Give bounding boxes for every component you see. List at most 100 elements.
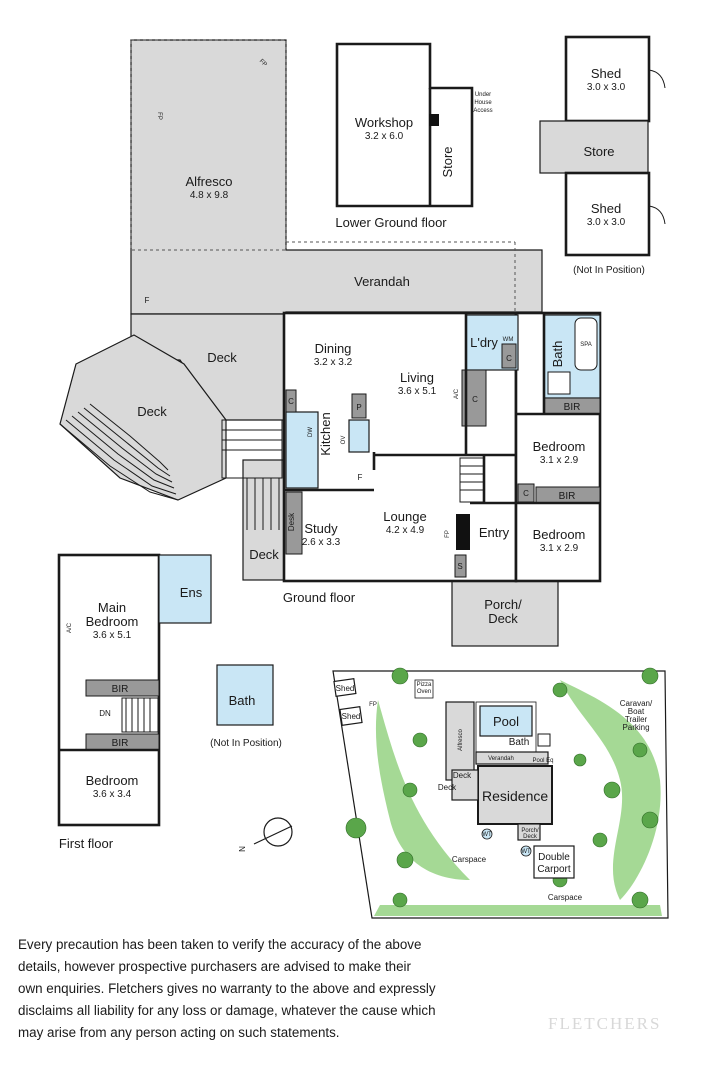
shed-bottom-outline (564, 171, 651, 257)
ac-label-first: A/C (67, 622, 73, 633)
first-floor (57, 553, 212, 827)
dining-dims: 3.2 x 3.2 (314, 357, 353, 368)
site-carspace-1-label: Carspace (452, 855, 487, 864)
spa-tub (574, 317, 598, 371)
site-fp-label: FP (369, 702, 377, 708)
verandah-label: Verandah (354, 274, 410, 289)
porch-label-1: Porch/ (484, 597, 522, 612)
wm-label: WM (503, 337, 514, 343)
ac-label-ground: A/C (454, 388, 460, 399)
site-garden-left (375, 700, 470, 880)
site-pizza-oven-2: Oven (417, 689, 431, 695)
storage-entry (454, 554, 467, 578)
porch-area (451, 577, 559, 647)
bedroom-first-dims: 3.6 x 3.4 (93, 789, 132, 800)
store-lower-cupboard (429, 114, 439, 126)
site-pool-eq-label: Pool Eq (532, 758, 553, 764)
ground-floor-label: Ground floor (283, 590, 356, 605)
bath-ground-label: Bath (550, 341, 565, 368)
brand-watermark: FLETCHERS (548, 1014, 662, 1033)
workshop-outline (335, 42, 474, 208)
deck-stairs (59, 403, 283, 530)
site-garden-bottom (374, 905, 662, 916)
ground-floor (282, 311, 602, 583)
cupboard-laundry (501, 343, 517, 369)
site-verandah-label: Verandah (488, 756, 514, 762)
site-wt-1-label: WT (482, 832, 492, 838)
lounge-dims: 4.2 x 4.9 (386, 525, 425, 536)
study-label: Study (304, 521, 338, 536)
pantry-label: P (356, 403, 361, 412)
porch-label-2: Deck (488, 611, 518, 626)
entry-label: Entry (479, 525, 510, 540)
kitchen-label: Kitchen (318, 412, 333, 455)
site-deck-1-label: Deck (453, 771, 472, 780)
shed-top-label: Shed (591, 66, 621, 81)
site-deck-2-label: Deck (438, 783, 457, 792)
ov-label: OV (341, 436, 347, 445)
cupboard-kitchen (285, 389, 297, 413)
bir-3-label: BIR (112, 684, 129, 695)
cupboard-bedroom-b-label: C (523, 489, 529, 498)
bir-3-box (85, 679, 160, 697)
cupboard-living-label: C (472, 395, 478, 404)
dining-label: Dining (315, 341, 352, 356)
study-dims: 2.6 x 3.3 (302, 537, 341, 548)
site-bath (537, 733, 551, 747)
compass-icon (253, 817, 293, 847)
lower-ground (335, 42, 474, 208)
lounge-label: Lounge (383, 509, 426, 524)
store-lower-label: Store (440, 146, 455, 177)
site-verandah (475, 751, 549, 765)
under-house-line2: House (474, 100, 492, 106)
laundry-label: L'dry (470, 335, 498, 350)
fp-label-alfresco-side: FP (156, 112, 162, 120)
fridge-label-alfresco: F (145, 296, 150, 305)
ensuite-label: Ens (180, 585, 203, 600)
site-shed-2 (339, 706, 363, 726)
fp-label-lounge: FP (445, 530, 451, 538)
site-carspace-2-label: Carspace (548, 893, 583, 902)
bedroom-first-label: Bedroom (86, 773, 139, 788)
site-shed-1-label: Shed (336, 684, 355, 693)
lower-ground-floor-label: Lower Ground floor (335, 215, 447, 230)
spa-label: SPA (580, 342, 592, 348)
pantry-box (351, 393, 367, 419)
kitchen-island (348, 419, 370, 453)
site-pizza-oven (414, 679, 434, 699)
disclaimer-text: Every precaution has been taken to verif… (18, 937, 436, 1040)
shed-top-dims: 3.0 x 3.0 (587, 82, 626, 93)
under-house-line1: Under (475, 92, 491, 98)
bir-1-label: BIR (564, 402, 581, 413)
main-bedroom-label: Main (98, 600, 126, 615)
site-porch-1-label: Porch/ (521, 828, 539, 834)
site-shed-1 (333, 678, 357, 698)
site-pizza-oven-1: Pizza (417, 682, 432, 688)
site-alfresco-label: Alfresco (458, 729, 464, 751)
main-bedroom-dims: 3.6 x 5.1 (93, 630, 132, 641)
alfresco-label: Alfresco (186, 174, 233, 189)
kitchen-bench (285, 411, 319, 489)
shed-not-in-position: (Not In Position) (573, 265, 645, 276)
site-caravan-1-label: Caravan/ (620, 699, 653, 708)
site-deck (451, 769, 479, 801)
deck-left-label: Deck (137, 404, 167, 419)
bedroom-b-dims: 3.1 x 2.9 (540, 543, 579, 554)
alfresco-dashed-outline (130, 39, 287, 251)
site-wt-2-label: WT (521, 849, 531, 855)
bath-not-in-position: (Not In Position) (210, 738, 282, 749)
living-dims: 3.6 x 5.1 (398, 386, 437, 397)
ensuite-area (158, 554, 212, 624)
living-label: Living (400, 370, 434, 385)
fireplace-lounge (456, 514, 470, 550)
site-caravan-3-label: Trailer (625, 715, 648, 724)
under-house-line3: Access (473, 108, 492, 114)
site-bath-label: Bath (509, 737, 530, 748)
site-caravan-4-label: Parking (622, 723, 649, 732)
site-porch (517, 823, 541, 841)
desk-box (285, 491, 303, 555)
shed-store-label: Store (583, 144, 614, 159)
site-shed-2-label: Shed (342, 712, 361, 721)
site-caravan-2-label: Boat (628, 707, 645, 716)
deck-lower-label: Deck (249, 547, 279, 562)
